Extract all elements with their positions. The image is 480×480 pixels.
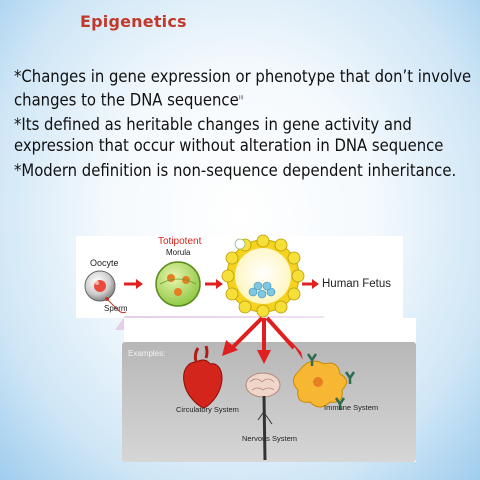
arrow-icon bbox=[124, 279, 143, 289]
sperm-label: Sperm bbox=[104, 304, 128, 313]
sperm-icon bbox=[105, 297, 127, 314]
human-fetus-label: Human Fetus bbox=[322, 278, 392, 290]
blastocyst-icon bbox=[221, 234, 305, 318]
arrow-icon bbox=[205, 279, 223, 289]
nervous-system-label: Nervous System bbox=[242, 434, 298, 443]
examples-label: Examples: bbox=[128, 349, 166, 358]
oocyte-icon bbox=[84, 270, 116, 302]
arrow-icon bbox=[302, 279, 319, 289]
bullet-1-text: *Changes in gene expression or phenotype… bbox=[14, 67, 472, 109]
heart-icon bbox=[183, 345, 223, 409]
antibody-icon bbox=[306, 353, 356, 410]
oocyte-label: Oocyte bbox=[90, 258, 119, 268]
circulatory-system-label: Circulatory System bbox=[176, 405, 239, 414]
morula-label: Morula bbox=[166, 248, 191, 257]
bullet-1: *Changes in gene expression or phenotype… bbox=[14, 66, 476, 111]
immune-system-label: Immune System bbox=[324, 403, 379, 412]
branch-arrows bbox=[222, 316, 303, 364]
examples-panel bbox=[122, 342, 416, 462]
morula-icon bbox=[155, 261, 201, 307]
bullet-1-superscript: (i) bbox=[238, 94, 244, 101]
brain-icon bbox=[245, 372, 281, 461]
totipotent-label: Totipotent bbox=[158, 236, 202, 247]
bullet-2: *Its defined as heritable changes in gen… bbox=[14, 114, 444, 156]
bullet-3: *Modern definition is non-sequence depen… bbox=[14, 160, 457, 180]
bullet-list: *Changes in gene expression or phenotype… bbox=[14, 66, 476, 184]
immune-cell-icon bbox=[293, 360, 347, 408]
slide-title: Epigenetics bbox=[80, 12, 187, 31]
